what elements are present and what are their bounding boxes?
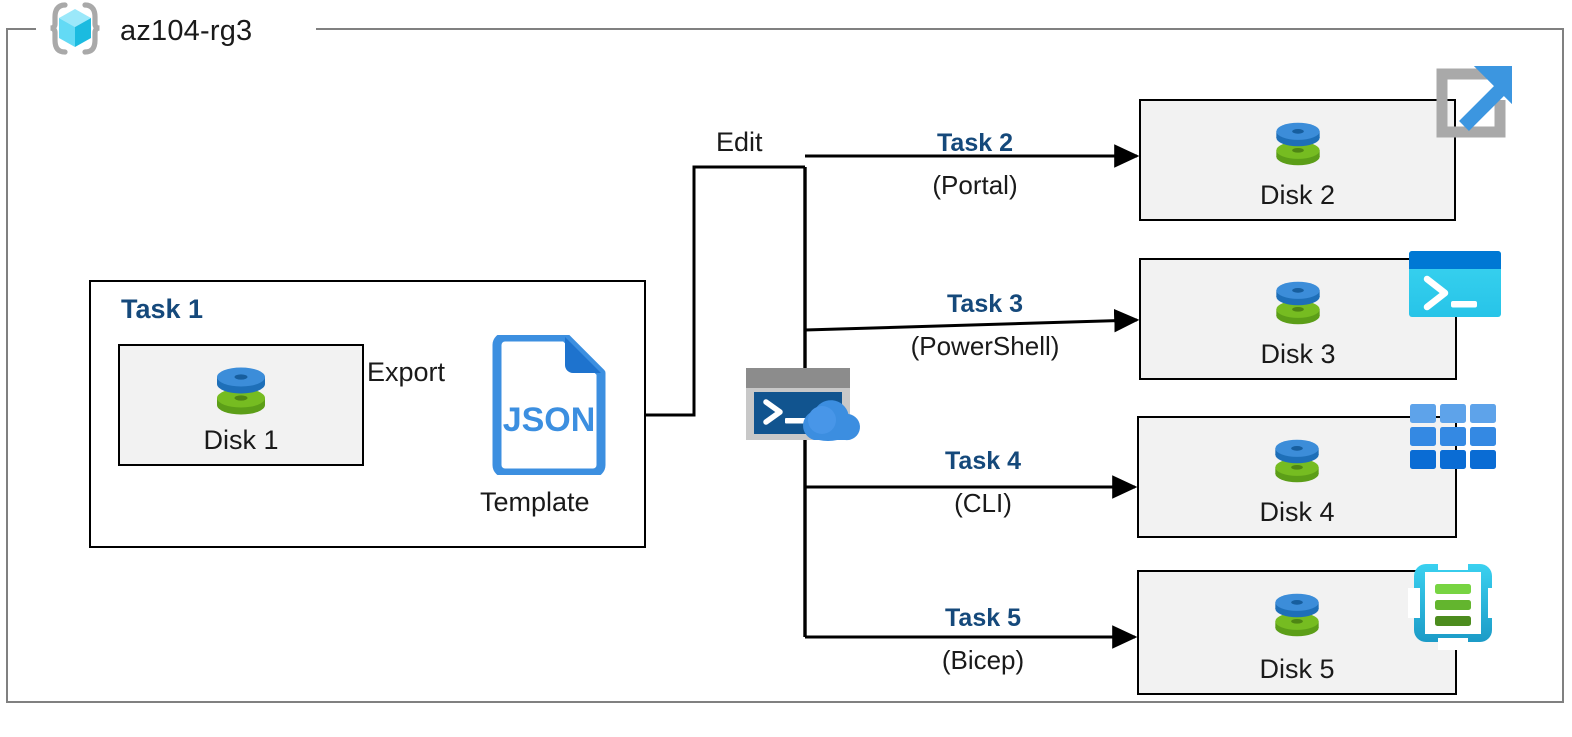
template-label: Template [480,487,590,517]
json-file-type: JSON [503,401,596,439]
disk3-box[interactable]: Disk 3 [1139,258,1457,380]
cloud-shell-icon[interactable] [744,366,868,447]
flow-method-label-1: (PowerShell) [910,331,1060,361]
managed-disk-icon [1139,586,1455,644]
edit-label: Edit [716,127,763,157]
disk4-box[interactable]: Disk 4 [1137,416,1457,538]
flow-task-label-3: Task 5 [945,604,1021,632]
flow-task-label-1: Task 3 [947,290,1023,318]
flow-method-label-0: (Portal) [932,170,1018,200]
flow-method-label-2: (CLI) [954,488,1012,518]
disk2-label: Disk 2 [1259,180,1335,210]
powershell-icon[interactable] [1407,249,1503,324]
managed-disk-icon [120,360,362,422]
export-label: Export [367,357,446,387]
bicep-icon[interactable] [1408,558,1500,655]
disk1-label: Disk 1 [203,425,279,455]
flow-method-label-3: (Bicep) [941,645,1025,675]
disk4-label: Disk 4 [1259,497,1335,527]
flow-task-label-0: Task 2 [937,129,1013,157]
disk5-box[interactable]: Disk 5 [1137,570,1457,695]
disk1-box[interactable]: Disk 1 [118,344,364,466]
disk5-label: Disk 5 [1259,654,1335,684]
azure-cli-icon[interactable] [1408,402,1500,479]
disk2-box[interactable]: Disk 2 [1139,99,1456,221]
resource-group-frame [6,28,1564,703]
managed-disk-icon [1141,274,1455,332]
resource-group-name: az104-rg3 [120,14,253,47]
managed-disk-icon [1139,432,1455,490]
flow-task-label-2: Task 4 [945,447,1021,475]
azure-portal-icon[interactable] [1412,60,1517,165]
azure-resource-group-icon [44,1,106,62]
managed-disk-icon [1141,115,1454,173]
resource-group-header: az104-rg3 [44,1,253,62]
json-file-icon[interactable]: JSON [489,332,609,480]
disk3-label: Disk 3 [1260,339,1336,369]
task1-title: Task 1 [121,294,204,324]
